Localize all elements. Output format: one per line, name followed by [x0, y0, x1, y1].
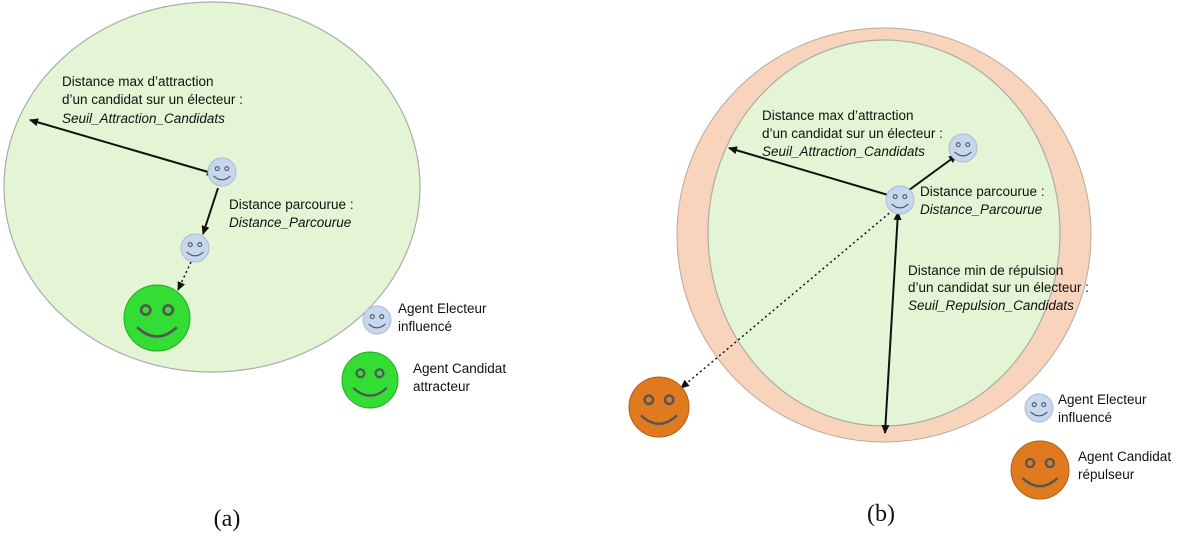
attraction-variable-a: Seuil_Attraction_Candidats	[62, 111, 225, 126]
candidate-repulsor-b	[628, 376, 690, 438]
attraction-zone-b	[707, 39, 1061, 427]
legend-candidate-icon-a	[341, 351, 399, 409]
legend-candidate-line2-a: attracteur	[413, 379, 471, 394]
travel-arrow-a	[201, 187, 219, 235]
voter-moved-b	[948, 133, 978, 163]
voter-moved-a	[180, 233, 210, 263]
travel-label-a: Distance parcourue :	[229, 197, 354, 212]
travel-variable-b: Distance_Parcourue	[920, 202, 1042, 217]
legend-candidate-line2-b: répulseur	[1078, 467, 1135, 482]
attraction-variable-b: Seuil_Attraction_Candidats	[762, 144, 925, 159]
caption-a: (a)	[214, 506, 241, 532]
attraction-distance-arrow-b	[728, 146, 896, 199]
legend-candidate-line1-a: Agent Candidat	[413, 361, 506, 376]
attraction-zone-a	[3, 1, 421, 373]
voter-start-b	[885, 185, 915, 215]
legend-voter-icon-a	[362, 305, 392, 335]
legend-voter-line2-b: influencé	[1058, 410, 1112, 425]
panel-b: Distance max d’attraction d’un candidat …	[628, 27, 1171, 527]
repulsion-variable-b: Seuil_Repulsion_Candidats	[908, 298, 1074, 313]
legend-candidate-line1-b: Agent Candidat	[1078, 449, 1171, 464]
repulsion-label-line2-b: d’un candidat sur un électeur :	[908, 280, 1089, 295]
repulsion-distance-arrow-b	[881, 211, 902, 434]
attraction-distance-arrow-a	[29, 118, 216, 176]
voter-start-a	[207, 157, 237, 187]
attraction-label-line2-b: d’un candidat sur un électeur :	[762, 126, 943, 141]
travel-arrow-b	[904, 154, 958, 194]
path-to-candidate-arrow-a	[177, 261, 192, 291]
attraction-label-line2-a: d’un candidat sur un électeur :	[62, 92, 243, 107]
attraction-label-line1-a: Distance max d’attraction	[62, 74, 214, 89]
legend-candidate-icon-b	[1010, 440, 1070, 500]
legend-voter-line2-a: influencé	[398, 319, 452, 334]
legend-voter-line1-b: Agent Electeur	[1058, 392, 1147, 407]
path-from-repulsor-arrow-b	[680, 209, 894, 389]
panel-a: Distance max d’attraction d’un candidat …	[3, 1, 506, 532]
attraction-label-line1-b: Distance max d’attraction	[762, 108, 914, 123]
candidate-attractor-a	[123, 284, 191, 352]
repulsion-label-line1-b: Distance min de répulsion	[908, 263, 1063, 278]
travel-variable-a: Distance_Parcourue	[229, 215, 351, 230]
legend-voter-line1-a: Agent Electeur	[398, 301, 487, 316]
travel-label-b: Distance parcourue :	[920, 184, 1045, 199]
legend-voter-icon-b	[1024, 393, 1054, 423]
caption-b: (b)	[867, 501, 895, 527]
